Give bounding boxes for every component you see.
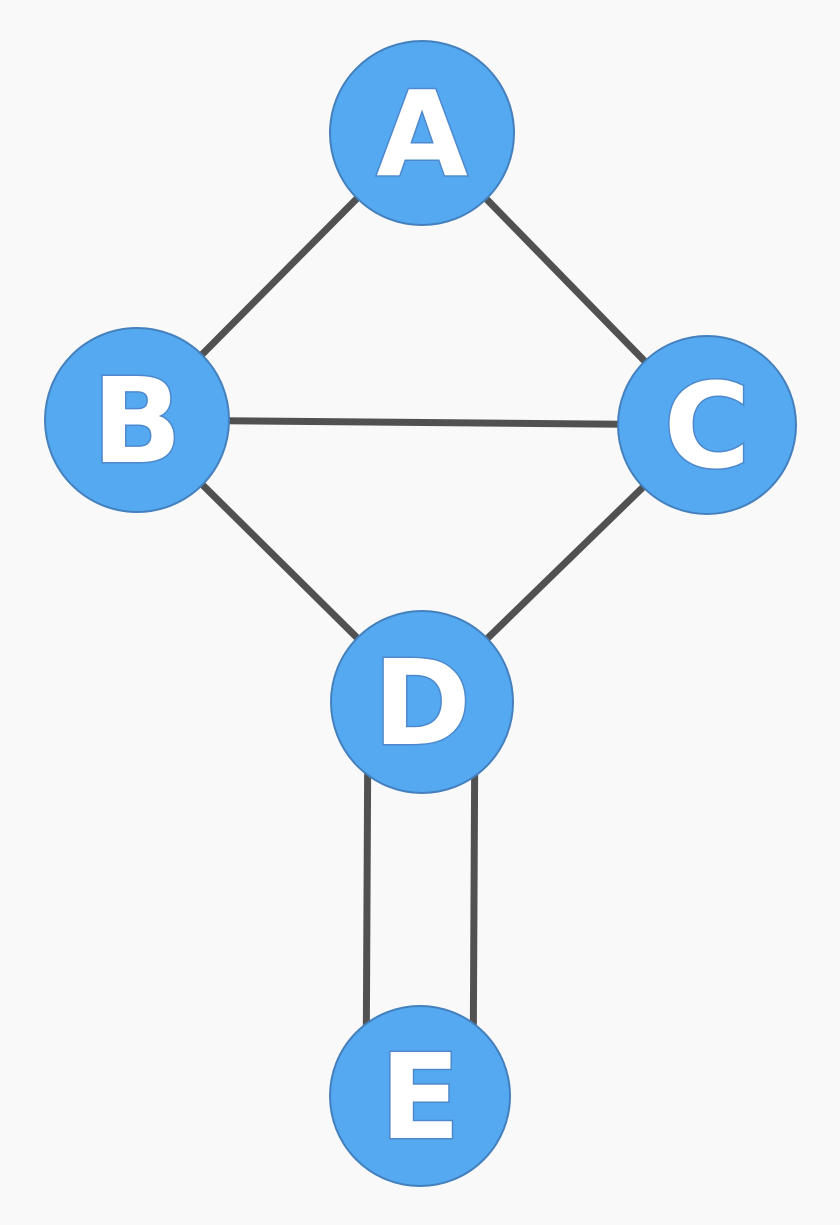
edge-B-C xyxy=(133,416,711,429)
node-E: E xyxy=(329,1005,511,1187)
node-label-C: C xyxy=(664,357,751,495)
node-label-D: D xyxy=(373,634,471,772)
node-label-A: A xyxy=(376,65,467,203)
node-circle-E xyxy=(329,1005,511,1187)
node-circle-D xyxy=(330,610,514,794)
node-layer: A B C D E xyxy=(44,40,797,1187)
node-D: D xyxy=(330,610,514,794)
node-A: A xyxy=(329,40,515,226)
node-circle-A xyxy=(329,40,515,226)
node-B: B xyxy=(44,327,230,513)
node-label-B: B xyxy=(92,352,182,490)
node-circle-B xyxy=(44,327,230,513)
node-label-E: E xyxy=(380,1028,461,1166)
node-circle-C xyxy=(617,335,797,515)
node-C: C xyxy=(617,335,797,515)
